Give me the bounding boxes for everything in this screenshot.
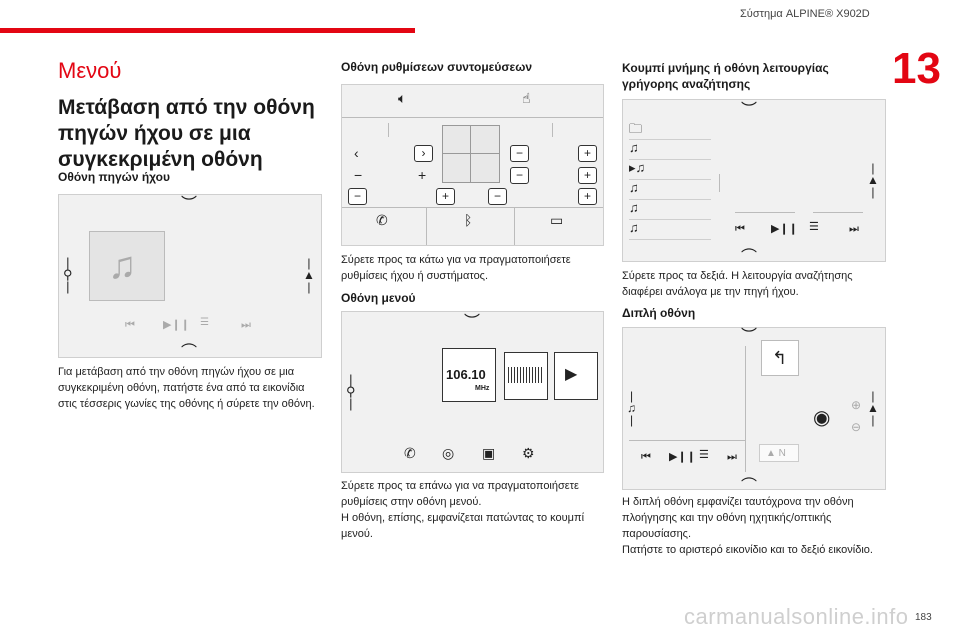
- previous-track-icon: ⏮: [735, 223, 745, 235]
- album-art: ♫: [89, 231, 165, 301]
- bluetooth-icon: ᛒ: [464, 212, 473, 228]
- swipe-down-chevron-icon: ︶: [181, 196, 198, 213]
- dual-screen-description-2: Πατήστε το αριστερό εικονίδιο και το δεξ…: [622, 544, 873, 556]
- minus-button-4: −: [488, 188, 507, 205]
- shortcut-settings-heading: Οθόνη ρυθμίσεων συντομεύσεων: [341, 60, 533, 74]
- map-position-icon: ◉: [813, 407, 831, 429]
- previous-track-icon: ⏮: [125, 319, 135, 331]
- page-number: 183: [915, 612, 932, 623]
- quick-search-screen-illustration: ︶ 🗀 ♫ ▸♫ ♫ ♫ ♫ |▲| ⏮ ▶❙❙ ☰ ⏭ ︵: [622, 99, 886, 262]
- shortcut-settings-screen-illustration: 🔈︎ ☝︎ ‹ › − + − + − + − + − + ✆ ᛒ ▭: [341, 84, 604, 246]
- audio-sources-description: Για μετάβαση από την οθόνη πηγών ήχου σε…: [58, 366, 315, 410]
- watermark: carmanualsonline.info: [684, 604, 909, 629]
- header-red-bar: [0, 28, 415, 33]
- menu-screen-description-1: Σύρετε προς τα επάνω για να πραγματοποιή…: [341, 480, 579, 508]
- touch-icon: ☝︎: [522, 90, 531, 106]
- dual-screen-description-1: Η διπλή οθόνη εμφανίζει ταυτόχρονα την ο…: [622, 496, 854, 540]
- swipe-up-chevron-icon: ︵: [181, 333, 198, 350]
- right-arrow-button: ›: [414, 145, 433, 162]
- phone-icon: ✆: [404, 445, 416, 461]
- plus-button-4: +: [578, 188, 597, 205]
- audio-tile: [504, 352, 548, 400]
- audio-sources-heading: Οθόνη πηγών ήχου: [58, 170, 170, 184]
- minus-button-3: −: [348, 188, 367, 205]
- quick-search-description: Σύρετε προς τα δεξιά. Η λειτουργία αναζή…: [622, 270, 853, 298]
- dual-screen-illustration: ︶ ↰ ◉ ⊕ ⊖ |♫| |▲| ⏮ ▶❙❙ ☰ ⏭ ▲ N ︵: [622, 327, 886, 490]
- main-heading: Μετάβαση από την οθόνη πηγών ήχου σε μια…: [58, 96, 315, 171]
- volume-icon: 🔈︎: [398, 90, 407, 106]
- next-track-icon: ⏭: [849, 223, 859, 235]
- next-track-icon: ⏭: [241, 319, 251, 331]
- menu-screen-heading: Οθόνη μενού: [341, 291, 416, 305]
- playlist-icon: ☰: [699, 449, 709, 461]
- plus-button-3: +: [436, 188, 455, 205]
- swipe-down-chevron-icon: ︶: [464, 314, 481, 331]
- zoom-in-icon: ⊕: [851, 398, 862, 412]
- settings-icon: ⚙: [522, 445, 535, 461]
- plus-button-2: +: [578, 167, 597, 184]
- radio-tile: 106.10 MHz: [442, 348, 496, 402]
- navigation-arrow-icon: |▲|: [303, 256, 315, 294]
- play-pause-icon: ▶❙❙: [771, 223, 798, 235]
- section-title: Μενού: [58, 58, 122, 83]
- search-icon: |⚲|: [346, 372, 356, 411]
- next-track-icon: ⏭: [727, 451, 737, 463]
- turn-arrow-icon: ↰: [772, 348, 788, 368]
- minus-button: −: [510, 145, 529, 162]
- memory-button-heading: Κουμπί μνήμης ή οθόνη λειτουργίας γρήγορ…: [622, 61, 829, 91]
- dual-screen-heading: Διπλή οθόνη: [622, 306, 696, 320]
- document-header-title: Σύστημα ALPINE® X902D: [740, 8, 870, 20]
- list-item-folder: 🗀: [629, 120, 711, 140]
- radio-unit: MHz: [475, 385, 490, 392]
- list-item: ♫: [629, 140, 711, 160]
- zoom-out-icon: ⊖: [851, 420, 862, 434]
- compass-tile: ▲ N: [759, 444, 799, 462]
- audio-sources-screen-illustration: ︶ ♫ |⚲| |▲| ⏮ ▶❙❙ ☰ ⏭ ︵: [58, 194, 322, 358]
- play-pause-icon: ▶❙❙: [163, 319, 190, 331]
- swipe-down-chevron-icon: ︶: [741, 102, 758, 119]
- navigation-icon: ◎: [442, 445, 455, 461]
- plus-button: +: [578, 145, 597, 162]
- screen-icon: ▭: [550, 212, 564, 228]
- media-icon: ▶: [565, 366, 578, 383]
- menu-screen-illustration: ︶ |⚲| 106.10 MHz ▶ ✆ ◎ ▣ ⚙: [341, 311, 604, 473]
- turn-direction-tile: ↰: [761, 340, 799, 376]
- swipe-up-chevron-icon: ︵: [741, 238, 758, 255]
- phone-icon: ✆: [376, 212, 388, 228]
- swipe-down-chevron-icon: ︶: [741, 328, 758, 345]
- list-item: ♫: [629, 220, 711, 240]
- list-item-selected: ▸♫: [629, 160, 711, 180]
- compass-icon: ▲ N: [766, 448, 786, 459]
- shortcut-settings-description: Σύρετε προς τα κάτω για να πραγματοποιήσ…: [341, 254, 571, 282]
- search-icon: |⚲|: [63, 255, 73, 294]
- left-arrow-icon: ‹: [354, 145, 359, 161]
- menu-screen-description-2: Η οθόνη, επίσης, εμφανίζεται πατώντας το…: [341, 512, 585, 540]
- navigation-arrow-icon: |▲|: [867, 161, 879, 199]
- chapter-number: 13: [892, 44, 941, 93]
- swipe-up-chevron-icon: ︵: [741, 467, 758, 484]
- previous-track-icon: ⏮: [641, 451, 651, 463]
- music-note-icon: ♫: [108, 245, 137, 287]
- playlist-icon: ☰: [200, 317, 209, 328]
- play-pause-icon: ▶❙❙: [669, 451, 696, 463]
- media-tile: ▶: [554, 352, 598, 400]
- navigation-arrow-icon: |▲|: [867, 389, 879, 427]
- minus-button-2: −: [510, 167, 529, 184]
- playlist-icon: ☰: [809, 221, 819, 233]
- radio-frequency: 106.10: [446, 367, 486, 382]
- balance-fader-graphic: [442, 125, 500, 183]
- minus-icon: −: [354, 167, 363, 183]
- list-item: ♫: [629, 200, 711, 220]
- music-shortcut-icon: |♫|: [627, 389, 636, 427]
- vehicle-icon: ▣: [482, 445, 496, 461]
- plus-icon: +: [418, 167, 427, 183]
- list-item: ♫: [629, 180, 711, 200]
